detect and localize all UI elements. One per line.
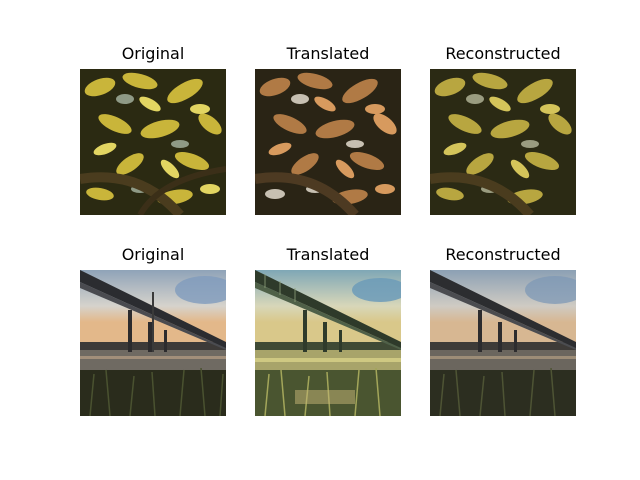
bridge-original-image bbox=[80, 270, 226, 416]
bridge-reconstructed-image bbox=[430, 270, 576, 416]
panel-title-original-row2: Original bbox=[121, 245, 185, 264]
panel-title-reconstructed-row1: Reconstructed bbox=[445, 44, 561, 63]
bridge-translated-image bbox=[255, 270, 401, 416]
foliage-reconstructed-image bbox=[430, 69, 576, 215]
foliage-original-image bbox=[80, 69, 226, 215]
panel-title-translated-row1: Translated bbox=[286, 44, 370, 63]
foliage-translated-image bbox=[255, 69, 401, 215]
panel-title-original-row1: Original bbox=[121, 44, 185, 63]
panel-title-reconstructed-row2: Reconstructed bbox=[445, 245, 561, 264]
panel-title-translated-row2: Translated bbox=[286, 245, 370, 264]
